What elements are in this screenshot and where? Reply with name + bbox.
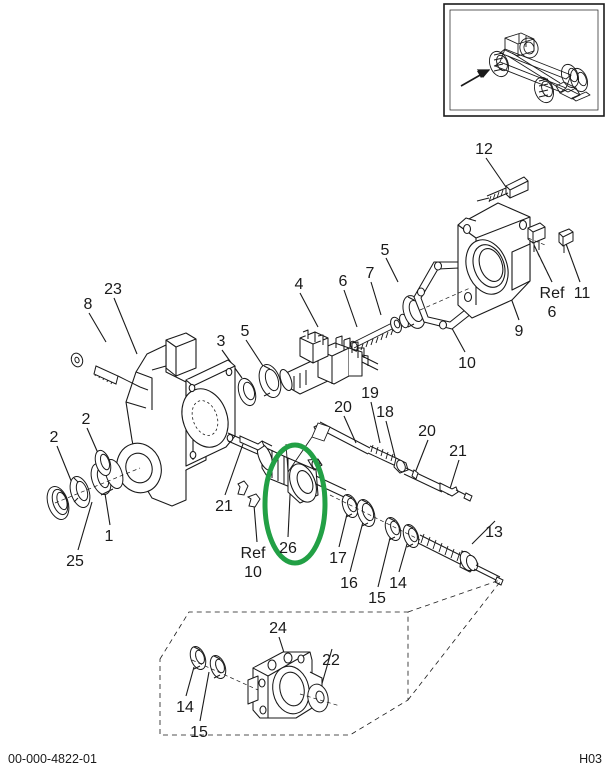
callout-20a: 20 — [334, 399, 352, 416]
part-17-washer — [341, 493, 359, 519]
part-21-pin-left — [239, 435, 273, 451]
callout-7: 7 — [366, 265, 375, 282]
part-21-pin-right — [439, 482, 473, 502]
callout-17: 17 — [329, 550, 347, 567]
callout-9: 9 — [515, 323, 524, 340]
part-15-washer-detail — [209, 654, 227, 680]
callout-24: 24 — [269, 620, 287, 637]
part-23-grease-fitting — [93, 365, 149, 391]
callout-22: 22 — [322, 652, 340, 669]
locator-arrow-icon — [460, 69, 491, 87]
callout-15b: 15 — [190, 724, 208, 741]
part-2-washer-inner — [94, 449, 112, 477]
callout-16: 16 — [340, 575, 358, 592]
callout-ref6: Ref — [540, 285, 565, 302]
page-footer: 00-000-4822-01 H03 — [0, 752, 610, 774]
part-9-bearing-housing — [457, 202, 531, 319]
callout-14b: 14 — [176, 699, 194, 716]
vehicle-chassis-locator-inset — [443, 3, 605, 117]
callout-13: 13 — [485, 524, 503, 541]
part-11-bolt — [558, 228, 574, 253]
part-ref10-clips — [237, 480, 261, 508]
callout-12: 12 — [475, 141, 493, 158]
callout-21a: 21 — [215, 498, 233, 515]
part-6-spring — [350, 321, 397, 353]
part-3-seal — [237, 377, 257, 407]
part-15-washer — [384, 516, 402, 542]
part-26-highlight — [262, 442, 328, 566]
steering-gear-housing — [116, 332, 236, 507]
part-16-washer — [356, 499, 376, 527]
callout-26: 26 — [279, 540, 297, 557]
part-14-washer-detail — [189, 645, 207, 671]
chassis-illustration — [488, 32, 591, 104]
callout-ref10: Ref — [241, 545, 266, 562]
callout-14a: 14 — [389, 575, 407, 592]
callout-6ref: 6 — [548, 304, 557, 321]
callout-20b: 20 — [418, 423, 436, 440]
part-25-seal — [46, 486, 70, 520]
callout-labels: 12 5 Ref 6 11 9 10 6 7 4 8 23 3 5 2 2 1 … — [50, 141, 591, 741]
callout-11: 11 — [574, 285, 591, 302]
drawing-number: 00-000-4822-01 — [8, 752, 97, 766]
part-24-pump-housing — [247, 651, 323, 719]
part-14-washer — [402, 523, 420, 549]
part-20-rod-right — [403, 467, 445, 493]
part-12-bolt — [476, 176, 529, 203]
callout-5a: 5 — [381, 242, 390, 259]
part-2-washer-outer — [69, 476, 91, 508]
callout-6: 6 — [339, 273, 348, 290]
callout-10ref: 10 — [244, 564, 262, 581]
callout-8: 8 — [84, 296, 93, 313]
callout-10a: 10 — [458, 355, 476, 372]
callout-21b: 21 — [449, 443, 467, 460]
part-19-adjusting-screw — [367, 444, 399, 467]
part-18-nut — [393, 457, 409, 474]
callout-18: 18 — [376, 404, 394, 421]
part-5-seal-left — [258, 364, 282, 398]
callout-2a: 2 — [82, 411, 91, 428]
callout-19: 19 — [361, 385, 379, 402]
callout-25: 25 — [66, 553, 84, 570]
part-8-washer — [70, 352, 84, 368]
callout-2b: 2 — [50, 429, 59, 446]
part-22-washer — [307, 683, 329, 713]
callout-3: 3 — [217, 333, 226, 350]
callout-15a: 15 — [368, 590, 386, 607]
part-13-spring-shaft — [417, 533, 504, 586]
callout-1: 1 — [105, 528, 114, 545]
sheet-code: H03 — [579, 752, 602, 766]
part-ref6-bolt — [527, 222, 546, 252]
callout-23: 23 — [104, 281, 122, 298]
part-4-valve-gear-shaft — [279, 329, 379, 395]
callout-4: 4 — [295, 276, 304, 293]
callout-5b: 5 — [241, 323, 250, 340]
